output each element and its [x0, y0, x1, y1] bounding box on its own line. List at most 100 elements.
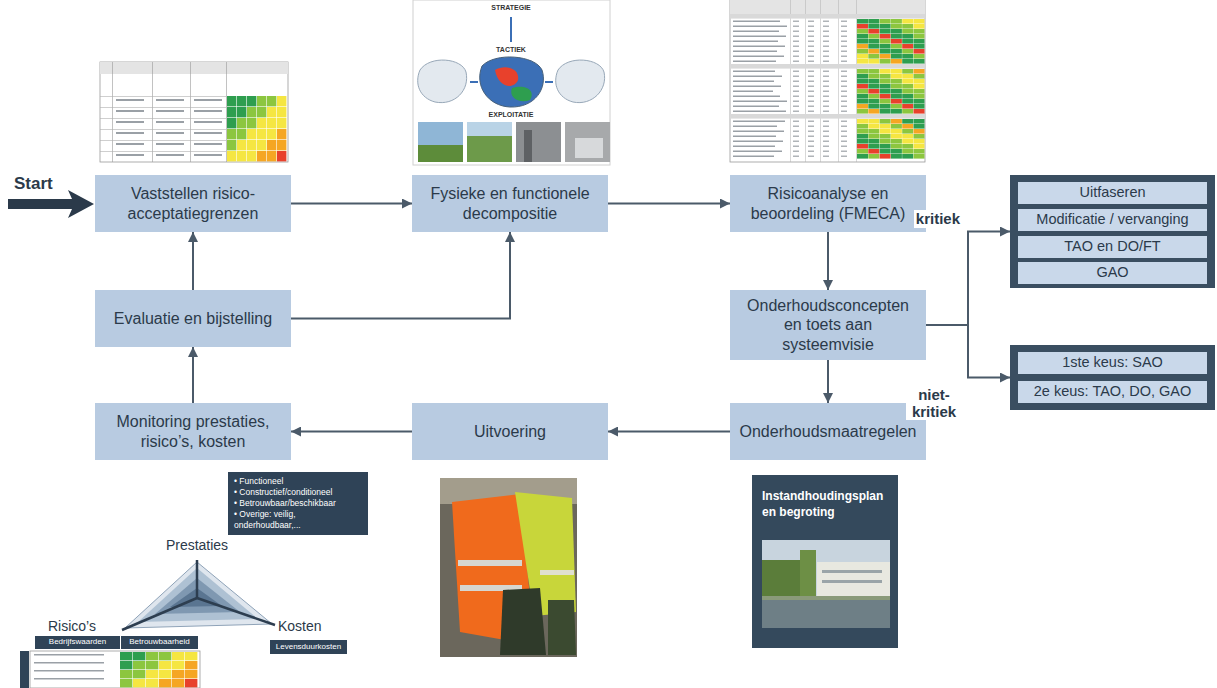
- table-text-mark: [823, 71, 829, 73]
- table-text-mark: [793, 46, 799, 48]
- cover-photo-part: [800, 550, 816, 600]
- heat-cell: [159, 652, 171, 660]
- table-text-mark: [733, 31, 779, 33]
- image-caption: EXPLOITATIE: [461, 111, 561, 118]
- table-text-mark: [841, 91, 847, 93]
- heat-cell: [914, 24, 925, 29]
- heat-cell: [868, 44, 879, 49]
- table-text-mark: [793, 126, 799, 128]
- table-text-mark: [793, 136, 799, 138]
- node-text: Levensduurkosten: [273, 643, 344, 652]
- heat-cell: [902, 69, 913, 74]
- text-holder: Risicoanalyse en beoordeling (FMECA): [738, 184, 918, 222]
- table-text-mark: [841, 126, 847, 128]
- heat-cell: [891, 19, 902, 24]
- table-text-mark: [733, 101, 787, 103]
- table-text-mark: [823, 86, 829, 88]
- text-holder: Modificatie / vervanging: [1024, 211, 1201, 228]
- heat-cell: [891, 134, 902, 139]
- cover-photo-part: [822, 570, 882, 573]
- table-text-mark: [823, 56, 829, 58]
- heat-cell: [247, 140, 256, 150]
- table-text-mark: [841, 46, 847, 48]
- heat-cell: [868, 109, 879, 114]
- table-text-mark: [808, 131, 814, 133]
- table-text-mark: [733, 76, 782, 78]
- heat-cell: [257, 151, 266, 161]
- table-text-mark: [733, 151, 782, 153]
- table-text-mark: [733, 56, 784, 58]
- table-text-mark: [808, 151, 814, 153]
- table-text-mark: [808, 111, 814, 113]
- process-box: Onderhoudsmaatregelen: [730, 403, 926, 460]
- table-text-mark: [793, 111, 799, 113]
- table-text-mark: [194, 143, 222, 145]
- node-text: Monitoring prestaties, risico’s, kosten: [103, 412, 283, 450]
- risk-table-thumbnail: [20, 651, 200, 688]
- text-holder: Onderhoudsconcepten en toets aan systeem…: [738, 296, 918, 354]
- heat-cell: [868, 104, 879, 109]
- flow-arrow: [926, 325, 1010, 378]
- photo-detail: [575, 138, 603, 158]
- table-text-mark: [823, 46, 829, 48]
- heat-cell: [277, 107, 286, 117]
- heat-cell: [227, 107, 236, 117]
- table-text-mark: [793, 36, 799, 38]
- heat-cell: [267, 151, 276, 161]
- node-text: • Constructief/conditioneel: [234, 487, 362, 498]
- table-text-mark: [793, 31, 799, 33]
- heat-cell: [857, 99, 868, 104]
- table-text-mark: [823, 96, 829, 98]
- heat-cell: [159, 661, 171, 669]
- flow-arrow: [608, 431, 730, 433]
- heat-cell: [914, 149, 925, 154]
- table-text-mark: [841, 31, 847, 33]
- heat-cell: [902, 109, 913, 114]
- heat-cell: [914, 54, 925, 59]
- heat-cell: [880, 29, 891, 34]
- heat-cell: [902, 39, 913, 44]
- heat-cell: [902, 129, 913, 134]
- heat-cell: [891, 29, 902, 34]
- node-text: 1ste keus: SAO: [1024, 354, 1201, 371]
- heat-cell: [237, 107, 246, 117]
- heat-cell: [237, 140, 246, 150]
- jackets-photo-part: [458, 560, 522, 566]
- heat-cell: [868, 94, 879, 99]
- table-text-mark: [841, 141, 847, 143]
- node-text: Fysieke en functionele decompositie: [420, 184, 600, 222]
- heat-cell: [880, 129, 891, 134]
- heat-cell: [868, 119, 879, 124]
- table-text-mark: [733, 131, 784, 133]
- heat-cell: [891, 149, 902, 154]
- map-region: [556, 60, 605, 103]
- heat-cell: [857, 139, 868, 144]
- image-caption: STRATEGIE: [461, 4, 561, 11]
- radar-chart-part: [196, 560, 199, 598]
- table-text-mark: [823, 91, 829, 93]
- heat-cell: [857, 134, 868, 139]
- heat-cell: [857, 34, 868, 39]
- heat-cell: [891, 24, 902, 29]
- heat-cell: [902, 74, 913, 79]
- table-text-mark: [823, 31, 829, 33]
- table-text-mark: [808, 156, 814, 158]
- table-text-mark: [194, 132, 222, 134]
- flow-arrow: [291, 232, 510, 319]
- heat-cell: [120, 670, 132, 678]
- table-text-mark: [793, 26, 799, 28]
- heat-cell: [267, 129, 276, 139]
- heat-cell: [868, 124, 879, 129]
- heat-cell: [146, 661, 158, 669]
- heat-cell: [914, 109, 925, 114]
- heat-cell: [891, 59, 902, 64]
- heat-cell: [914, 79, 925, 84]
- table-text-mark: [793, 141, 799, 143]
- heat-cell: [880, 24, 891, 29]
- table-text-mark: [808, 101, 814, 103]
- start-arrow: [8, 190, 94, 218]
- table-text-mark: [733, 141, 783, 143]
- table-text-mark: [823, 81, 829, 83]
- heat-cell: [868, 19, 879, 24]
- table-text-mark: [793, 86, 799, 88]
